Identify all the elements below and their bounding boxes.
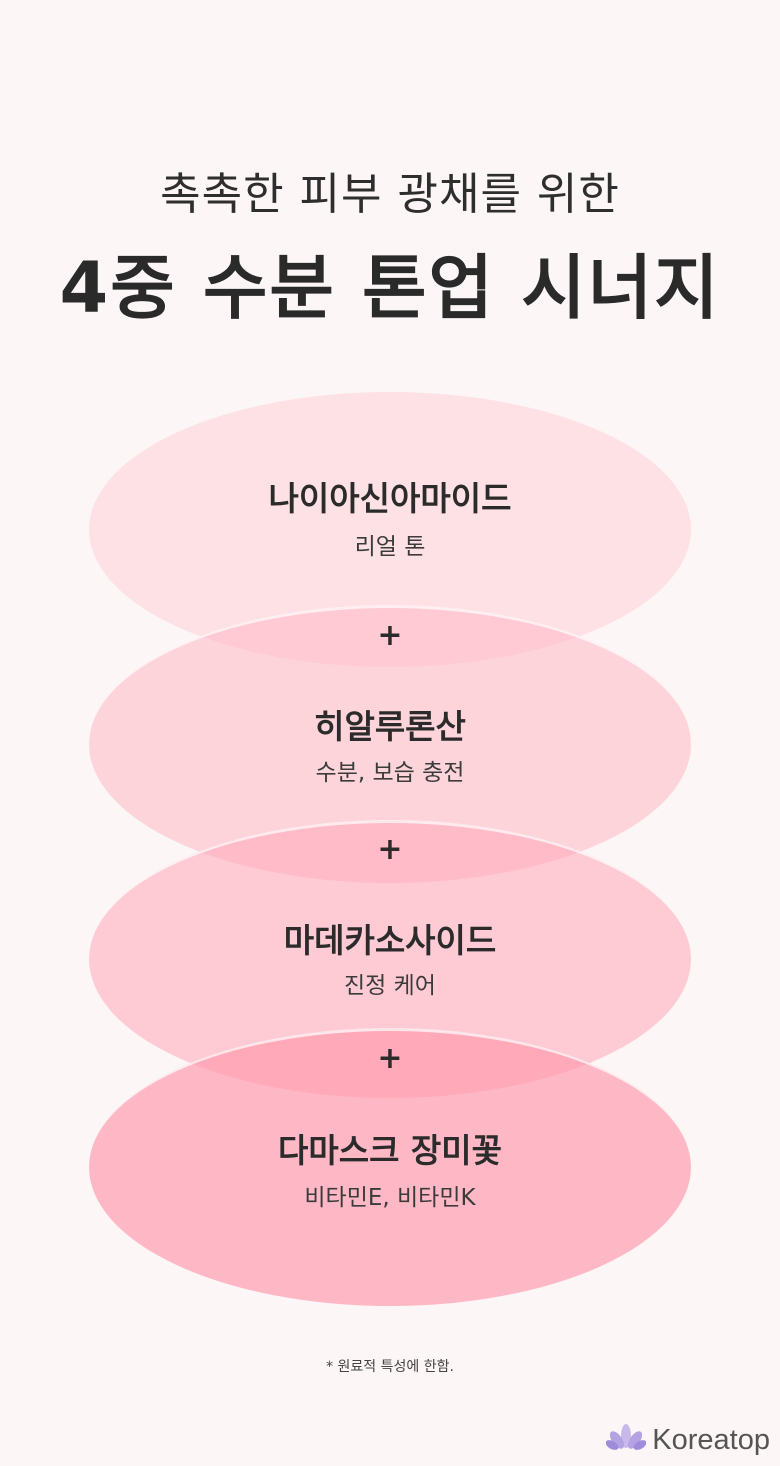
plus-sign-1: + bbox=[377, 618, 403, 653]
ingredient-name-1: 나이아신아마이드 bbox=[268, 479, 512, 518]
plus-sign-3: + bbox=[377, 1041, 403, 1076]
ingredient-benefit-4: 비타민E, 비타민K bbox=[304, 1185, 476, 1211]
ingredient-name-4: 다마스크 장미꽃 bbox=[277, 1131, 502, 1170]
brand-name: Koreatop bbox=[652, 1423, 770, 1456]
lotus-icon bbox=[605, 1423, 647, 1457]
ingredient-ellipse-4 bbox=[89, 1028, 691, 1306]
ingredient-benefit-3: 진정 케어 bbox=[344, 973, 436, 999]
ingredient-name-2: 히알루론산 bbox=[314, 707, 466, 746]
page-title: 4중 수분 톤업 시너지 bbox=[59, 247, 721, 329]
ingredient-name-3: 마데카소사이드 bbox=[283, 921, 497, 960]
page-subtitle: 촉촉한 피부 광채를 위한 bbox=[160, 169, 620, 220]
footnote: * 원료적 특성에 한함. bbox=[326, 1359, 454, 1375]
ingredient-benefit-1: 리얼 톤 bbox=[354, 534, 426, 560]
brand-logo: Koreatop bbox=[605, 1418, 770, 1462]
ingredient-benefit-2: 수분, 보습 충전 bbox=[315, 760, 465, 786]
plus-sign-2: + bbox=[377, 832, 403, 867]
